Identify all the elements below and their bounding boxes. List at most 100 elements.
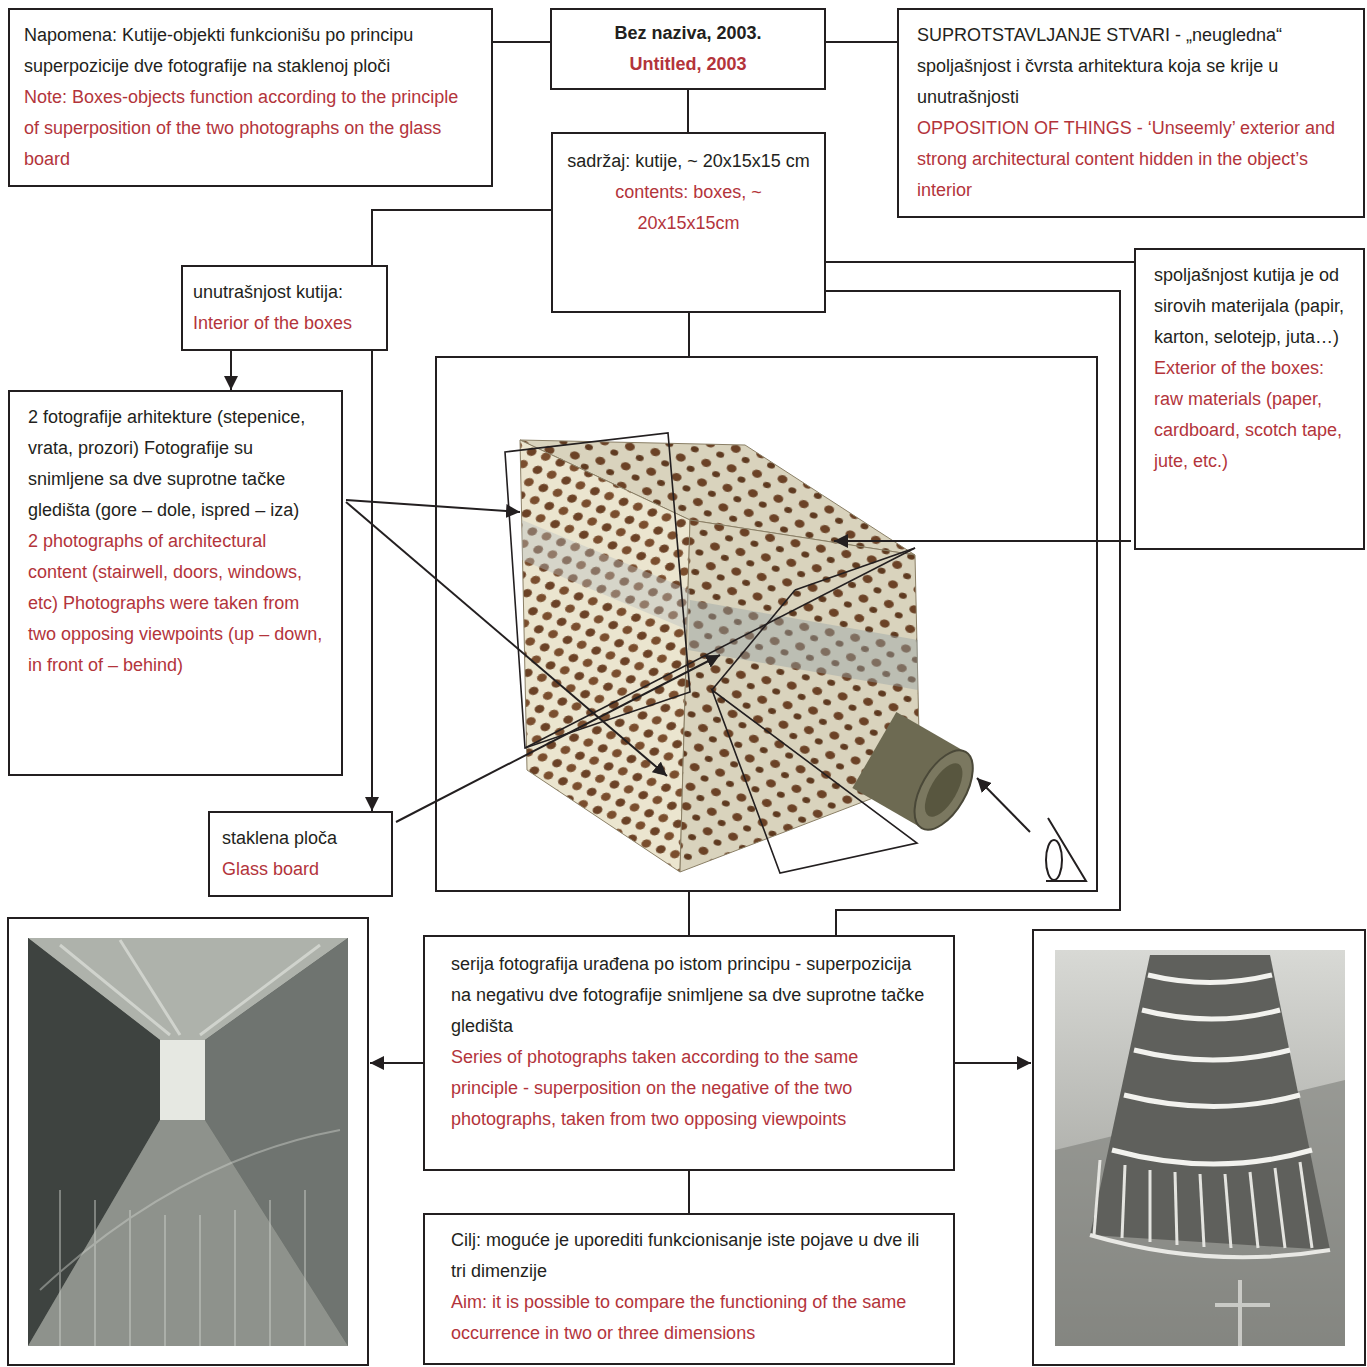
bar	[1094, 1160, 1100, 1235]
cross-line	[1238, 1280, 1242, 1346]
photo-pipes	[60, 940, 320, 1035]
lens-rim	[903, 741, 985, 839]
interior-box: unutrašnjost kutija:Interior of the boxe…	[181, 265, 388, 351]
glass-outline	[795, 548, 915, 590]
ghost-bar	[234, 1210, 236, 1346]
english-text: Note: Boxes-objects function according t…	[24, 82, 477, 175]
serbian-text: spoljašnjost kutija je od sirovih materi…	[1154, 260, 1345, 353]
serbian-text: Bez naziva, 2003.	[562, 18, 814, 49]
box-face	[680, 520, 920, 872]
concept-box: SUPROTSTAVLJANJE STVARI - „neugledna“ sp…	[897, 8, 1365, 218]
photo-frame	[8, 918, 368, 1365]
note-box: Napomena: Kutije-objekti funkcionišu po …	[8, 8, 493, 187]
ghost-rail	[40, 1130, 340, 1290]
lens-tube	[852, 712, 984, 839]
glass-outline	[712, 590, 795, 690]
connector-line	[826, 41, 897, 43]
english-text: Aim: it is possible to compare the funct…	[451, 1287, 927, 1349]
eye-outline	[1046, 818, 1086, 881]
ring	[1142, 1010, 1280, 1019]
ghost-bar	[129, 1210, 131, 1346]
photo-ground	[28, 938, 348, 1346]
connector-line	[493, 41, 550, 43]
connector-line	[372, 210, 551, 811]
serbian-text: SUPROTSTAVLJANJE STVARI - „neugledna“ sp…	[917, 20, 1345, 113]
exterior-box: spoljašnjost kutija je od sirovih materi…	[1134, 248, 1365, 550]
leader-arrow	[346, 502, 667, 776]
eye-pupil	[1046, 840, 1062, 880]
ring	[1112, 1150, 1312, 1164]
english-text: contents: boxes, ~ 20x15x15cm	[565, 177, 812, 239]
english-text: Untitled, 2003	[562, 49, 814, 80]
serbian-text: serija fotografija urađena po istom prin…	[451, 949, 927, 1042]
serbian-text: Cilj: moguće je uporediti funkcionisanje…	[451, 1225, 927, 1287]
english-text: Interior of the boxes	[193, 308, 376, 339]
photo-light	[160, 1040, 205, 1120]
contents-box: sadržaj: kutije, ~ 20x15x15 cmcontents: …	[551, 132, 826, 313]
leader-arrow	[396, 655, 720, 822]
connector-line	[688, 1171, 690, 1213]
box-object	[520, 440, 985, 872]
bar	[1250, 1172, 1258, 1248]
connector-line	[230, 351, 232, 390]
glass-outline	[712, 690, 917, 873]
eye-symbol	[1046, 818, 1086, 881]
bar	[1275, 1168, 1285, 1248]
serbian-text: unutrašnjost kutija:	[193, 277, 376, 308]
leader-arrow	[977, 778, 1030, 832]
series-box: serija fotografija urađena po istom prin…	[423, 935, 955, 1171]
box-face	[520, 440, 690, 872]
photo-ground	[1055, 950, 1345, 1346]
ring	[1124, 1095, 1300, 1107]
photo-floor	[28, 1120, 348, 1346]
photo-ghost-bars	[40, 1130, 340, 1346]
english-text: Glass board	[222, 854, 379, 885]
serbian-text: 2 fotografije arhitekture (stepenice, vr…	[28, 402, 323, 526]
bar	[1200, 1174, 1204, 1247]
english-text: Series of photographs taken according to…	[451, 1042, 927, 1135]
ghost-cross	[1215, 1280, 1270, 1346]
lens-hole	[917, 758, 970, 823]
ring	[1148, 975, 1272, 983]
ghost-bar	[304, 1190, 306, 1346]
stair-rail	[1090, 1235, 1330, 1257]
leader-arrow	[370, 1062, 423, 1064]
glass-outline	[505, 433, 690, 748]
leader-line	[688, 891, 690, 935]
ghost-bar	[269, 1200, 271, 1346]
cross-line	[1215, 1303, 1270, 1307]
ghost-bar	[199, 1215, 201, 1346]
stair-bars	[1094, 1160, 1312, 1248]
bar	[1175, 1172, 1177, 1245]
english-text: 2 photographs of architectural content (…	[28, 526, 323, 681]
title-box: Bez naziva, 2003.Untitled, 2003	[550, 8, 826, 90]
serbian-text: staklena ploča	[222, 823, 379, 854]
stair-rings	[1112, 975, 1312, 1164]
glass-box: staklena pločaGlass board	[208, 811, 393, 897]
glass-outline	[525, 548, 915, 748]
photos-box: 2 fotografije arhitekture (stepenice, vr…	[8, 390, 343, 776]
serbian-text: Napomena: Kutije-objekti funkcionišu po …	[24, 20, 477, 82]
serbian-text: sadržaj: kutije, ~ 20x15x15 cm	[565, 146, 812, 177]
connector-line	[372, 210, 551, 265]
english-text: Exterior of the boxes: raw materials (pa…	[1154, 353, 1345, 477]
pipe	[120, 940, 180, 1035]
bar	[1300, 1162, 1312, 1248]
leader-arrow	[834, 540, 1131, 542]
leader-arrow	[955, 1062, 1031, 1064]
photo-frame	[1033, 930, 1365, 1365]
ring	[1134, 1050, 1290, 1060]
bar	[1122, 1165, 1125, 1238]
tape-band	[522, 520, 690, 630]
ghost-bar	[164, 1215, 166, 1346]
connector-line	[826, 261, 1134, 263]
english-text: OPPOSITION OF THINGS - ‘Unseemly’ exteri…	[917, 113, 1345, 206]
connector-line	[826, 291, 1120, 935]
glass-plate-outline	[505, 433, 917, 873]
ghost-bar	[94, 1200, 96, 1346]
bar	[1225, 1174, 1231, 1248]
connector-line	[687, 90, 689, 132]
pipe	[200, 945, 320, 1035]
ghost-bar	[59, 1190, 61, 1346]
bar	[1149, 1170, 1152, 1242]
